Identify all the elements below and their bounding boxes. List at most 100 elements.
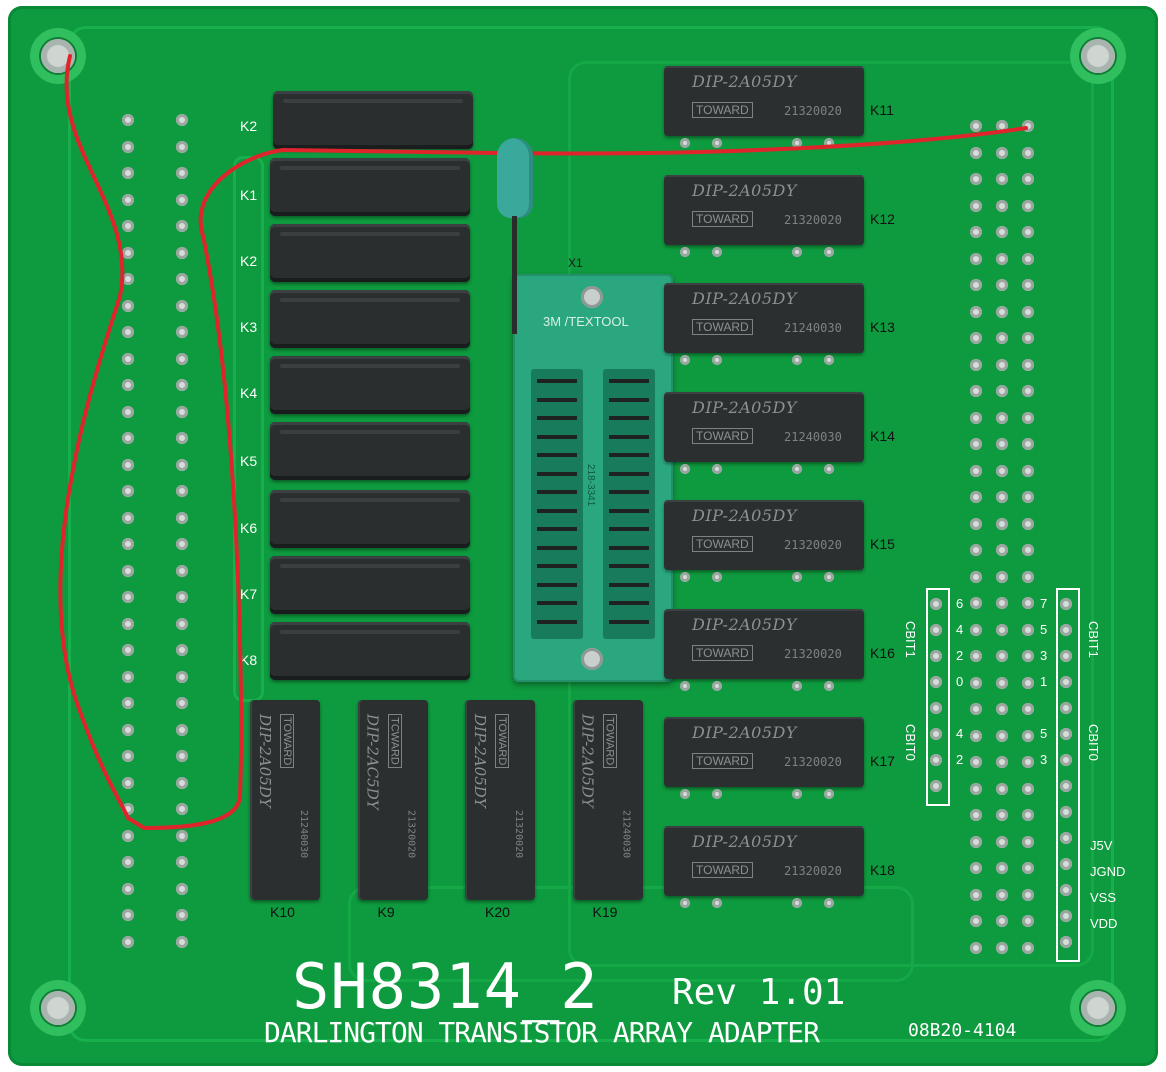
header-hole (1022, 305, 1034, 318)
relay-pin (680, 897, 690, 908)
header-hole (970, 888, 982, 901)
header-hole (176, 326, 188, 338)
header-hole (1022, 915, 1034, 927)
relay-k2-top (273, 91, 473, 149)
relay-ref-label: K15 (870, 536, 895, 552)
header-hole (122, 644, 134, 656)
relay-lot: 21240030 (298, 810, 309, 859)
cbit-number: 5 (1040, 726, 1048, 741)
socket-contact-slot (609, 379, 649, 383)
header-hole (1022, 411, 1034, 424)
socket-contact-slot (609, 601, 649, 605)
cbit-pin (930, 624, 942, 636)
relay-ref-label: K17 (870, 753, 895, 769)
header-hole (970, 199, 982, 212)
relay-ref-label: K11 (870, 102, 894, 118)
header-hole (996, 252, 1008, 265)
relay-label: K6 (240, 520, 258, 536)
header-hole (1022, 703, 1034, 715)
header-hole (996, 623, 1008, 636)
relay-pin (712, 355, 722, 365)
header-hole (970, 358, 982, 371)
cbit-number: 2 (956, 752, 964, 767)
header-hole (122, 485, 134, 497)
cbit-number: 2 (956, 648, 964, 663)
socket-contact-slot (537, 527, 577, 531)
header-hole (970, 676, 982, 689)
header-hole (996, 279, 1008, 291)
cbit-pin (930, 702, 942, 714)
relay-pin (792, 680, 802, 691)
header-hole (122, 299, 134, 312)
header-hole (970, 941, 982, 954)
relay-label: K1 (240, 187, 258, 203)
header-hole (122, 935, 134, 948)
relay-lot: 21320020 (784, 104, 842, 118)
relay-brand: TOWARD (692, 210, 753, 227)
relay-k4 (270, 356, 470, 414)
header-hole (970, 703, 982, 715)
header-hole (176, 909, 188, 921)
header-hole (996, 915, 1008, 927)
socket-contact-slot (537, 582, 577, 587)
header-hole (1022, 173, 1034, 185)
header-hole (1022, 862, 1034, 874)
header-hole (996, 756, 1008, 768)
header-hole (970, 517, 982, 530)
pcb-trace (233, 156, 264, 702)
relay-label: K2 (240, 118, 258, 134)
cbit-number: 6 (956, 596, 964, 611)
header-hole (996, 676, 1008, 689)
relay-model: DIP-2A05DY (692, 506, 797, 525)
cbit-right-bottom-label: CBIT0 (1086, 724, 1101, 761)
relay-pin (792, 789, 802, 799)
cbit-left-top-label: CBIT1 (903, 621, 918, 658)
header-hole (1022, 809, 1034, 821)
header-hole (996, 358, 1008, 371)
relay-model: DIP-2A05DY (692, 180, 797, 200)
socket-contact-slot (537, 490, 577, 494)
header-hole (996, 729, 1008, 742)
header-hole (1022, 650, 1034, 662)
socket-contact-slot (537, 397, 577, 402)
header-hole (122, 352, 134, 365)
power-label-vdd: VDD (1090, 916, 1118, 931)
relay-ref-label: K10 (270, 904, 295, 920)
socket-contact-slot (537, 471, 577, 476)
header-hole (176, 114, 188, 126)
cbit-pin (930, 780, 942, 792)
relay-pin (680, 246, 690, 257)
cbit-right-top-label: CBIT1 (1086, 621, 1101, 658)
header-hole (996, 835, 1008, 848)
header-hole (996, 888, 1008, 901)
header-hole (176, 617, 188, 630)
socket-screw (581, 286, 603, 308)
relay-pin (824, 355, 834, 365)
header-hole (970, 252, 982, 265)
header-hole (996, 782, 1008, 795)
header-hole (1022, 199, 1034, 212)
header-hole (996, 570, 1008, 583)
zif-socket[interactable]: 3M /TEXTOOL 218-3341 (513, 274, 673, 682)
relay-brand: TOWARD (495, 714, 509, 769)
socket-contact-slot (609, 582, 649, 587)
header-hole (970, 279, 982, 291)
cbit-pin (930, 676, 942, 688)
header-hole (996, 226, 1008, 238)
relay-label: K7 (240, 586, 258, 602)
header-hole (996, 411, 1008, 424)
board-name: SH8314_2 (292, 950, 599, 1023)
header-hole (970, 385, 982, 397)
socket-contact-slot (537, 564, 577, 568)
header-hole (1022, 358, 1034, 371)
socket-contact-slot (537, 545, 577, 550)
header-hole (122, 909, 134, 921)
header-hole (970, 729, 982, 742)
header-hole (996, 862, 1008, 874)
header-hole (122, 591, 134, 603)
